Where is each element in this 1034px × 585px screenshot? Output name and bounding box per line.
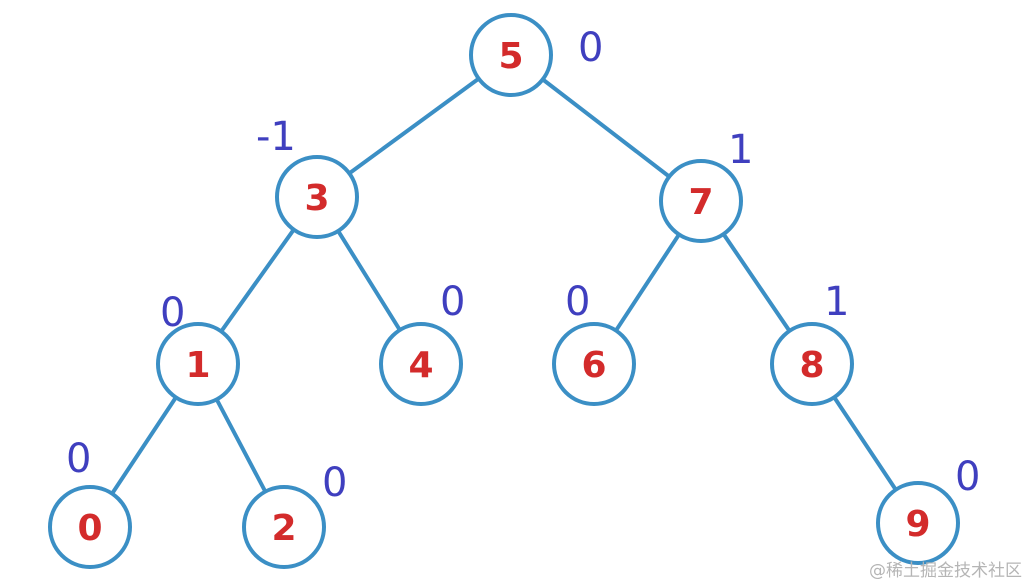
balance-factor-7: 1	[728, 127, 753, 173]
tree-node-2: 2	[242, 485, 326, 569]
tree-node-1: 1	[156, 322, 240, 406]
edge-n3-n4	[336, 228, 402, 333]
edge-n1-n2	[214, 397, 268, 494]
node-circle	[275, 155, 359, 239]
balance-factor-3: -1	[256, 114, 296, 160]
balance-factor-9: 0	[955, 454, 980, 500]
tree-node-6: 6	[552, 322, 636, 406]
balance-factor-0: 0	[66, 436, 91, 482]
node-circle	[552, 322, 636, 406]
node-key: 3	[304, 178, 329, 219]
tree-node-7: 7	[659, 159, 743, 243]
tree-node-5: 5	[469, 13, 553, 97]
tree-node-9: 9	[876, 481, 960, 565]
tree-node-4: 4	[379, 322, 463, 406]
balance-factor-6: 0	[565, 279, 590, 325]
node-key: 9	[905, 504, 930, 545]
node-key: 4	[408, 345, 433, 386]
node-key: 6	[581, 345, 606, 386]
edge-n7-n6	[613, 232, 682, 333]
edge-n8-n9	[832, 395, 898, 492]
tree-node-3: 3	[275, 155, 359, 239]
node-circle	[876, 481, 960, 565]
edge-n5-n3	[347, 76, 481, 176]
edge-n7-n8	[721, 232, 792, 333]
balance-factor-5: 0	[578, 25, 603, 71]
node-circle	[770, 322, 854, 406]
node-key: 0	[77, 508, 102, 549]
node-circle	[469, 13, 553, 97]
node-circle	[659, 159, 743, 243]
watermark-text: @稀土掘金技术社区	[869, 561, 1022, 581]
edge-n1-n0	[110, 395, 178, 496]
node-key: 8	[799, 345, 824, 386]
node-key: 7	[688, 182, 713, 223]
node-circle	[48, 485, 132, 569]
node-key: 2	[271, 508, 296, 549]
balance-factor-4: 0	[440, 279, 465, 325]
node-circle	[156, 322, 240, 406]
balance-factor-1: 0	[160, 290, 185, 336]
edge-n5-n7	[540, 77, 672, 179]
node-circle	[242, 485, 326, 569]
balance-factor-8: 1	[824, 279, 849, 325]
node-key: 1	[185, 345, 210, 386]
tree-node-0: 0	[48, 485, 132, 569]
edge-n3-n1	[219, 227, 296, 334]
balance-factor-2: 0	[322, 460, 347, 506]
tree-edges	[110, 76, 898, 496]
node-circle	[379, 322, 463, 406]
node-key: 5	[498, 36, 523, 77]
tree-node-8: 8	[770, 322, 854, 406]
